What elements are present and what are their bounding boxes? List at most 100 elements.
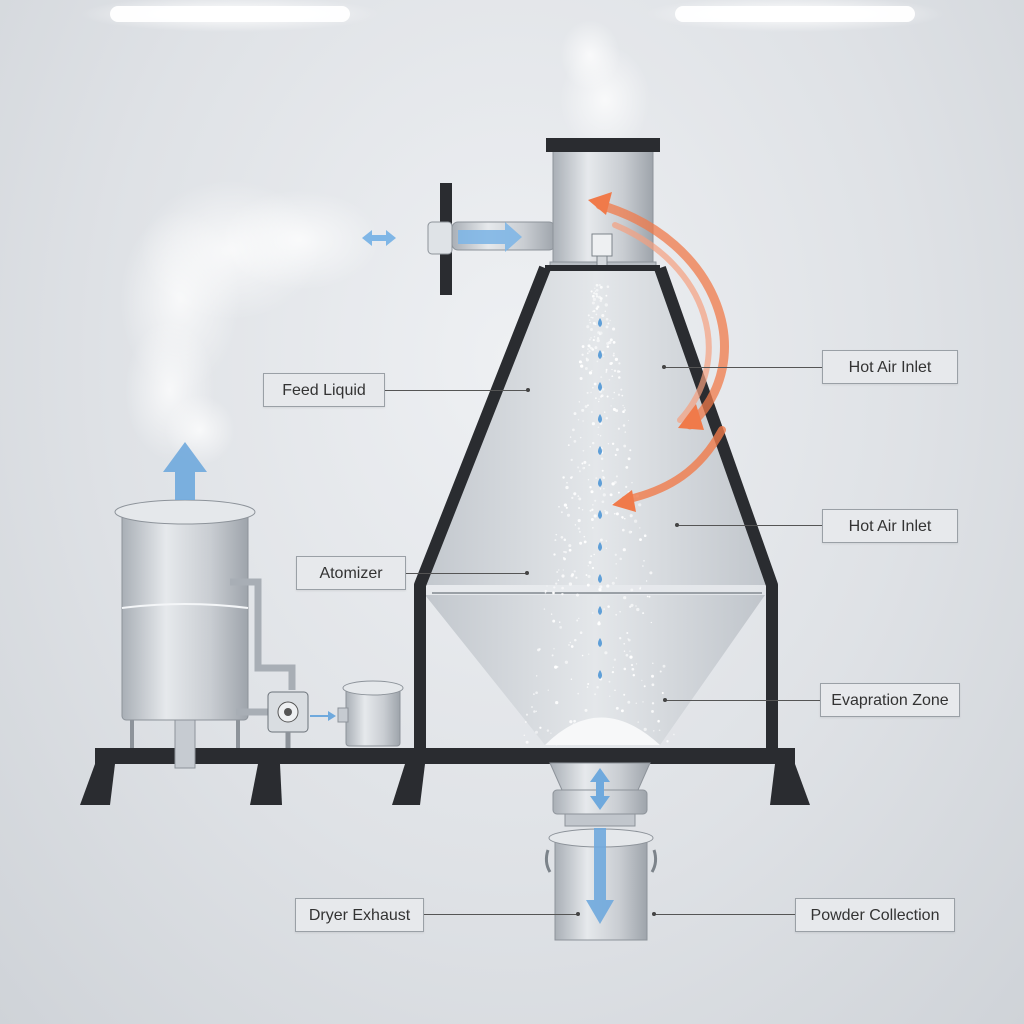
- mist-particle: [592, 386, 594, 389]
- mist-particle: [596, 337, 600, 340]
- mist-particle: [621, 394, 624, 397]
- mist-particle: [626, 631, 629, 635]
- mist-particle: [587, 314, 590, 317]
- mist-particle: [657, 719, 660, 723]
- powder-outlet: [549, 762, 651, 827]
- mist-particle: [588, 464, 591, 467]
- mist-particle: [577, 495, 580, 497]
- mist-particle: [643, 727, 647, 732]
- mist-particle: [615, 448, 619, 452]
- mist-particle: [582, 449, 585, 452]
- mist-particle: [595, 313, 598, 316]
- mist-particle: [609, 695, 611, 697]
- mist-particle: [606, 584, 610, 588]
- mist-particle: [611, 482, 615, 486]
- mist-particle: [594, 397, 597, 400]
- mist-particle: [562, 557, 565, 559]
- mist-particle: [555, 582, 558, 585]
- mist-particle: [551, 654, 554, 657]
- mist-particle: [579, 436, 582, 439]
- collection-down-arrow-icon: [586, 828, 614, 924]
- mist-particle: [588, 653, 590, 655]
- mist-particle: [533, 693, 535, 695]
- mist-particle: [620, 388, 623, 391]
- mist-particle: [625, 466, 629, 469]
- leader-dryer-exhaust: [424, 914, 579, 915]
- mist-particle: [593, 292, 596, 295]
- mist-particle: [630, 531, 633, 533]
- mist-particle: [584, 367, 588, 370]
- mist-particle: [629, 650, 631, 652]
- droplet-icon: [598, 382, 602, 391]
- mist-particle: [580, 364, 584, 368]
- mist-particle: [604, 651, 608, 655]
- mist-particle: [622, 410, 625, 414]
- label-hot-air-inlet-bottom: Hot Air Inlet: [822, 509, 958, 543]
- mist-particle: [591, 566, 595, 570]
- mist-particle: [606, 341, 610, 346]
- mist-particle: [608, 378, 611, 381]
- mist-particle: [569, 641, 572, 644]
- mist-particle: [596, 305, 600, 309]
- mist-particle: [606, 285, 610, 288]
- mist-particle: [560, 535, 564, 539]
- mist-particle: [578, 506, 581, 510]
- mist-particle: [576, 593, 579, 597]
- mist-particle: [639, 527, 641, 529]
- mist-particle: [573, 719, 576, 723]
- mist-particle: [586, 583, 590, 587]
- mist-particle: [543, 608, 546, 610]
- mist-particle: [604, 509, 606, 512]
- mist-particle: [624, 431, 627, 433]
- mist-particle: [614, 553, 617, 556]
- droplet-icon: [598, 350, 602, 359]
- droplet-icon: [598, 638, 602, 647]
- mist-particle: [609, 362, 613, 366]
- mist-particle: [524, 721, 527, 723]
- mist-particle: [649, 571, 653, 575]
- mist-particle: [615, 563, 617, 565]
- mist-particle: [606, 395, 609, 398]
- feed-pipe: [230, 578, 296, 716]
- mist-particle: [587, 574, 591, 579]
- mist-particle: [612, 407, 616, 411]
- mist-particle: [534, 730, 539, 734]
- mist-particle: [588, 350, 591, 353]
- mist-particle: [554, 665, 558, 669]
- mist-particle: [621, 516, 624, 519]
- mist-particle: [556, 570, 559, 574]
- mist-particle: [598, 398, 600, 400]
- mist-particle: [581, 408, 585, 412]
- mist-particle: [577, 519, 581, 523]
- mist-particle: [603, 411, 606, 413]
- droplet-icon: [598, 478, 602, 487]
- mist-particle: [651, 683, 655, 687]
- mist-particle: [653, 730, 655, 732]
- mist-particle: [591, 612, 594, 614]
- droplet-icon: [598, 446, 602, 455]
- mist-particle: [593, 514, 597, 518]
- mist-particle: [565, 485, 569, 490]
- leader-evaporation-zone: [666, 700, 820, 701]
- mist-particle: [599, 538, 603, 542]
- mist-particle: [615, 409, 619, 413]
- mist-particle: [595, 477, 598, 480]
- label-atomizer: Atomizer: [296, 556, 406, 590]
- mist-particle: [591, 294, 595, 298]
- mist-particle: [599, 435, 602, 437]
- mist-particle: [563, 538, 567, 542]
- mist-particle: [659, 670, 662, 673]
- mist-particle: [585, 574, 588, 576]
- mist-particle: [560, 511, 563, 514]
- mist-particle: [561, 574, 565, 578]
- label-dryer-exhaust: Dryer Exhaust: [295, 898, 424, 932]
- mist-particle: [599, 588, 602, 592]
- mist-particle: [619, 637, 622, 640]
- mist-particle: [621, 528, 625, 532]
- mist-particle: [623, 667, 627, 671]
- mist-particle: [559, 626, 563, 629]
- mist-particle: [555, 700, 559, 705]
- mist-particle: [619, 557, 622, 561]
- exhaust-double-arrow-icon: [362, 230, 396, 246]
- mist-particle: [601, 313, 605, 318]
